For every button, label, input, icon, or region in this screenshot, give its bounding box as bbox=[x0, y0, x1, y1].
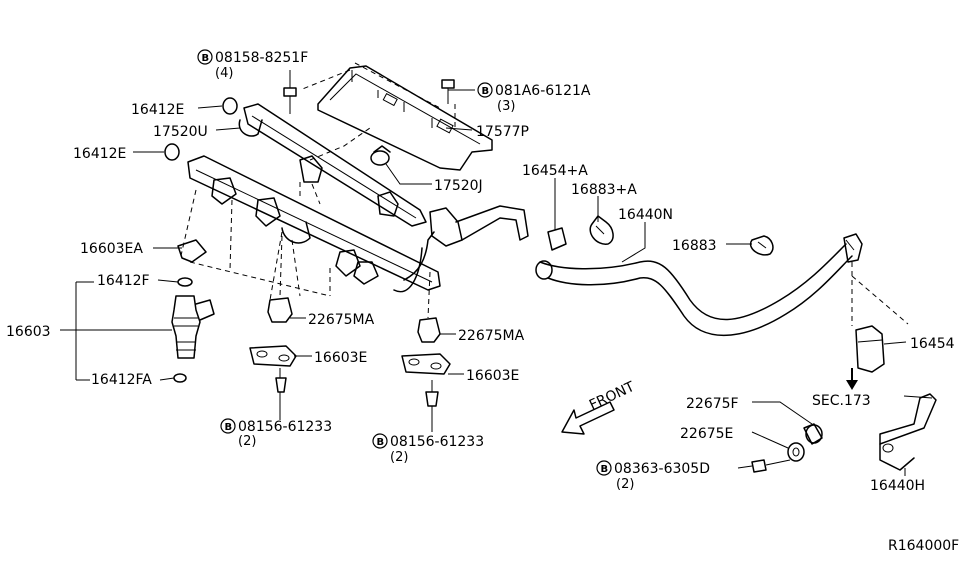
svg-text:B: B bbox=[225, 422, 233, 433]
o-ring-16412e-b bbox=[164, 143, 180, 161]
bracket-22675ma-right bbox=[401, 317, 451, 407]
o-ring-16412e-a bbox=[222, 97, 238, 115]
svg-text:(3): (3) bbox=[497, 99, 515, 114]
svg-text:(2): (2) bbox=[616, 477, 634, 492]
label-22675ma-right: 22675MA bbox=[458, 328, 525, 344]
label-16440h: 16440H bbox=[870, 478, 925, 494]
svg-text:08363-6305D: 08363-6305D bbox=[614, 461, 710, 477]
label-16454: 16454 bbox=[910, 336, 955, 352]
diagram-id: R164000F bbox=[888, 538, 959, 554]
label-16603: 16603 bbox=[6, 324, 51, 340]
svg-text:B: B bbox=[482, 86, 490, 97]
fuel-rail-lower bbox=[187, 155, 529, 293]
label-16412e-b: 16412E bbox=[73, 146, 126, 162]
label-16603e-left: 16603E bbox=[314, 350, 367, 366]
grommet-22675e bbox=[787, 442, 805, 462]
front-arrow bbox=[561, 401, 615, 435]
svg-text:081A6-6121A: 081A6-6121A bbox=[495, 83, 591, 99]
svg-text:08158-8251F: 08158-8251F bbox=[215, 50, 308, 66]
svg-text:B: B bbox=[601, 464, 609, 475]
bolt-081a6 bbox=[441, 79, 455, 104]
label-22675e: 22675E bbox=[680, 426, 733, 442]
svg-text:08156-61233: 08156-61233 bbox=[238, 419, 332, 435]
svg-text:(4): (4) bbox=[215, 66, 233, 81]
clip-16883 bbox=[749, 235, 774, 256]
label-22675f: 22675F bbox=[686, 396, 739, 412]
label-16412e-a: 16412E bbox=[131, 102, 184, 118]
svg-text:B: B bbox=[202, 53, 210, 64]
label-17520j: 17520J bbox=[434, 178, 483, 194]
rail-cover-17577p bbox=[317, 65, 493, 171]
label-081a6-6121a: B 081A6-6121A (3) bbox=[477, 82, 591, 114]
bracket-16440h bbox=[879, 393, 937, 471]
bolt-08363 bbox=[751, 459, 791, 473]
bolt-08158 bbox=[283, 87, 297, 114]
label-08156-61233-right: B 08156-61233 (2) bbox=[372, 433, 484, 465]
label-16883: 16883 bbox=[672, 238, 717, 254]
label-17520u: 17520U bbox=[153, 124, 208, 140]
label-16454a: 16454+A bbox=[522, 163, 588, 179]
svg-text:08156-61233: 08156-61233 bbox=[390, 434, 484, 450]
label-08156-61233-left: B 08156-61233 (2) bbox=[220, 418, 332, 449]
leader-lines bbox=[60, 70, 907, 476]
grommet-22675f bbox=[803, 423, 823, 445]
clip-16454a bbox=[547, 227, 567, 251]
label-16603ea: 16603EA bbox=[80, 241, 143, 257]
label-17577p: 17577P bbox=[476, 124, 529, 140]
label-16440n: 16440N bbox=[618, 207, 673, 223]
label-16412fa: 16412FA bbox=[91, 372, 152, 388]
label-sec173: SEC.173 bbox=[812, 393, 871, 409]
bracket-22675ma-left bbox=[249, 297, 297, 393]
fuel-hose-16440n bbox=[535, 233, 863, 336]
sec173-arrow bbox=[846, 368, 858, 390]
label-08158-8251f: B 08158-8251F (4) bbox=[197, 49, 308, 81]
connector-16454 bbox=[855, 325, 885, 373]
svg-text:(2): (2) bbox=[390, 450, 408, 465]
label-08363-6305d: B 08363-6305D (2) bbox=[596, 460, 710, 492]
clip-16883a bbox=[589, 215, 614, 245]
label-16412f: 16412F bbox=[97, 273, 150, 289]
label-16603e-right: 16603E bbox=[466, 368, 519, 384]
svg-text:B: B bbox=[377, 437, 385, 448]
svg-text:(2): (2) bbox=[238, 434, 256, 449]
fuel-injector bbox=[171, 239, 215, 383]
label-16883a: 16883+A bbox=[571, 182, 637, 198]
fuel-rail-upper bbox=[238, 103, 427, 227]
label-22675ma-left: 22675MA bbox=[308, 312, 375, 328]
